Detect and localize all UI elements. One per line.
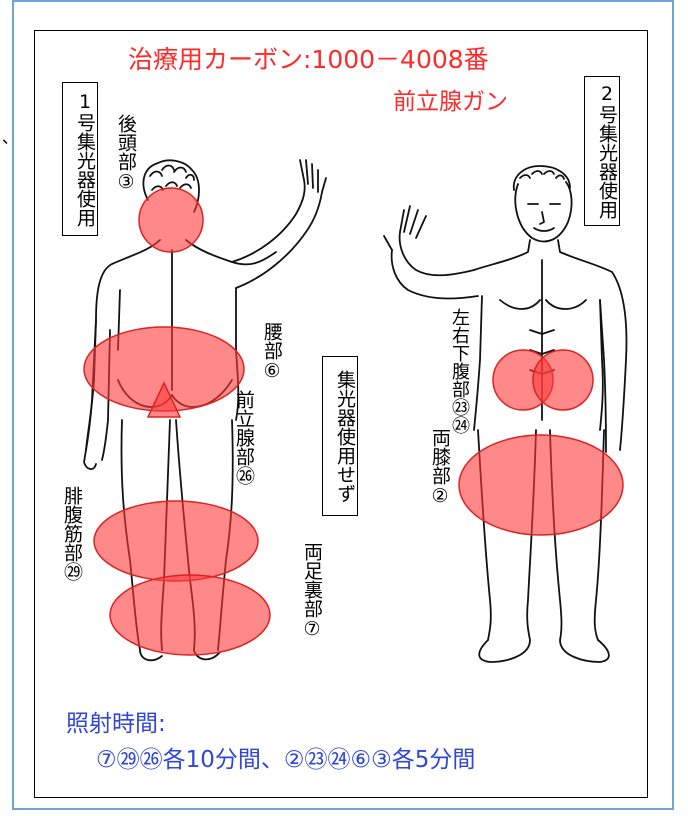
zone-prostate-marker bbox=[146, 381, 182, 418]
label-knees: 両膝部② bbox=[429, 428, 451, 507]
inner-frame bbox=[34, 30, 648, 798]
label-back-of-head: 後頭部③ bbox=[115, 114, 137, 193]
title-line-1: 治療用カーボン:1000－4008番 bbox=[128, 45, 489, 74]
front-view-figure bbox=[383, 165, 628, 663]
label-lower-back: 腰部⑥ bbox=[261, 322, 283, 382]
label-lower-abdomen: 左右下腹部㉓㉔ bbox=[449, 308, 470, 434]
no-collector-box: 集光器使用せず bbox=[322, 356, 358, 516]
zone-soles bbox=[109, 574, 271, 656]
stray-mark: 、 bbox=[2, 128, 19, 147]
label-calf: 腓腹筋部㉙ bbox=[61, 486, 83, 581]
label-prostate: 前立腺部㉖ bbox=[233, 390, 255, 485]
collector-label-left: 1号集光器使用 bbox=[62, 82, 98, 236]
zone-knees bbox=[458, 434, 624, 536]
zone-lower-abdomen-right bbox=[532, 349, 594, 411]
irradiation-time-values: ⑦㉙㉖各10分間、②㉓㉔⑥③各5分間 bbox=[96, 747, 476, 773]
irradiation-time-title: 照射時間: bbox=[66, 711, 166, 737]
collector-label-right: 2号集光器使用 bbox=[584, 76, 620, 226]
label-soles: 両足裏部⑦ bbox=[301, 542, 323, 640]
title-line-2: 前立腺ガン bbox=[393, 89, 508, 115]
zone-calf bbox=[93, 500, 259, 582]
zone-back-of-head bbox=[138, 187, 204, 253]
